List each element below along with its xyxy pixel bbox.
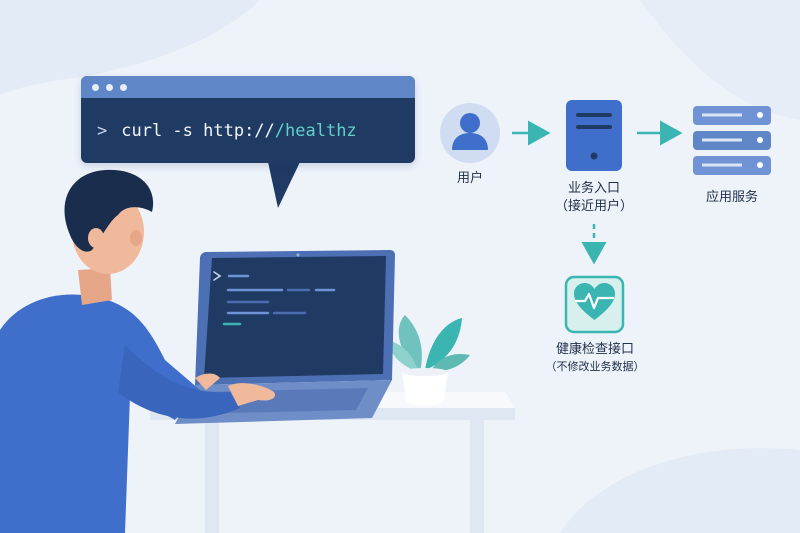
terminal-command-line: > curl -s http:// /healthz: [81, 98, 415, 163]
server-icon: [566, 100, 622, 171]
heart-pulse-icon: [564, 275, 625, 334]
entry-label: 业务入口: [567, 181, 620, 196]
window-dot-icon: [92, 84, 99, 91]
terminal-command: curl -s http://: [121, 120, 275, 141]
window-dot-icon: [106, 84, 113, 91]
app-label: 应用服务: [705, 190, 758, 205]
terminal-prompt: >: [97, 120, 108, 141]
terminal-path: /healthz: [274, 120, 357, 141]
terminal-title-bar: [81, 76, 415, 98]
server-stack-icon: [693, 106, 771, 175]
health-label: 健康检查接口: [555, 342, 634, 357]
person: [0, 169, 276, 533]
user-label: 用户: [456, 171, 483, 186]
terminal-bubble: > curl -s http:// /healthz: [81, 76, 415, 163]
entry-sublabel: （接近用户）: [554, 199, 633, 214]
window-dot-icon: [120, 84, 127, 91]
health-sublabel: （不修改业务数据）: [545, 360, 645, 373]
laptop: [175, 250, 395, 424]
user-icon: [440, 103, 500, 163]
potted-plant: [388, 315, 470, 406]
speech-bubble-tail: [268, 162, 300, 208]
